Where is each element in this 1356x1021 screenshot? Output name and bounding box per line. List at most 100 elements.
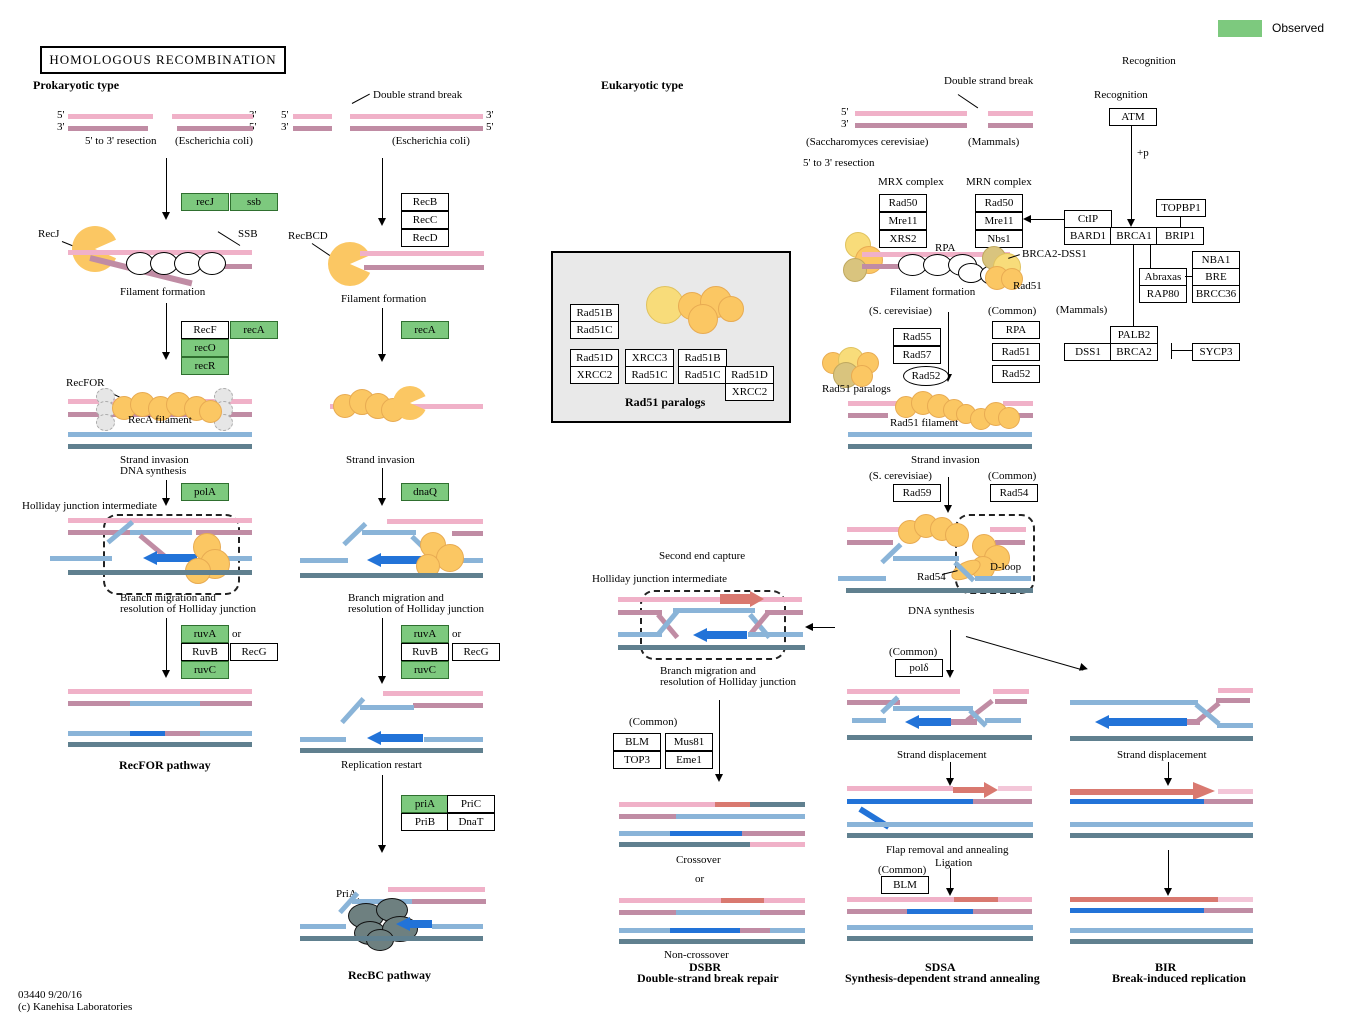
gene-recO[interactable]: recO — [181, 339, 229, 357]
dna-strand — [172, 114, 253, 119]
gene-BLM[interactable]: BLM — [613, 733, 661, 751]
gene-ruvC[interactable]: ruvC — [401, 661, 449, 679]
gene-RecF[interactable]: RecF — [181, 321, 229, 339]
dna-strand — [847, 786, 953, 791]
gene-Rad51B[interactable]: Rad51B — [678, 349, 727, 367]
gene-ruvC[interactable]: ruvC — [181, 661, 229, 679]
arrow-line — [382, 308, 383, 354]
gene-DSS1[interactable]: DSS1 — [1064, 343, 1112, 361]
organism-label: (Common) — [629, 716, 678, 728]
new-strand-arrow-body — [707, 631, 747, 639]
dna-strand — [424, 737, 483, 742]
gene-BRIP1[interactable]: BRIP1 — [1156, 227, 1204, 245]
gene-RecG[interactable]: RecG — [230, 643, 278, 661]
paralog-complex-blob — [646, 286, 684, 324]
step-label: resolution of Holliday junction — [120, 603, 256, 615]
gene-Rad52-oval[interactable]: Rad52 — [903, 366, 949, 386]
dna-strand — [847, 689, 960, 694]
gene-Rad50[interactable]: Rad50 — [879, 194, 927, 212]
gene-DnaT[interactable]: DnaT — [447, 813, 495, 831]
gene-RuvB[interactable]: RuvB — [401, 643, 449, 661]
gene-TOPBP1[interactable]: TOPBP1 — [1156, 199, 1206, 217]
dna-strand — [68, 530, 140, 535]
gene-dnaQ[interactable]: dnaQ — [401, 483, 449, 501]
gene-Rad51B[interactable]: Rad51B — [570, 304, 619, 322]
gene-Rad51C[interactable]: Rad51C — [625, 366, 674, 384]
gene-Rad59[interactable]: Rad59 — [893, 484, 941, 502]
gene-BRCC36[interactable]: BRCC36 — [1192, 285, 1240, 303]
gene-CtIP[interactable]: CtIP — [1064, 210, 1112, 228]
gene-SYCP3[interactable]: SYCP3 — [1192, 343, 1240, 361]
dna-strand — [847, 909, 907, 914]
dna-strand — [862, 264, 904, 269]
pointer-line — [217, 231, 241, 246]
gene-Mre11[interactable]: Mre11 — [879, 212, 927, 230]
gene-XRCC2[interactable]: XRCC2 — [725, 383, 774, 401]
gene-BARD1[interactable]: BARD1 — [1064, 227, 1112, 245]
gene-recA[interactable]: recA — [230, 321, 278, 339]
d-loop-outline — [955, 514, 1035, 594]
gene-pold[interactable]: polδ — [895, 659, 943, 677]
sdsa-full-label: Synthesis-dependent strand annealing — [845, 971, 1040, 985]
gene-Rad51[interactable]: Rad51 — [992, 343, 1040, 361]
gene-ssb[interactable]: ssb — [230, 193, 278, 211]
gene-Abraxas[interactable]: Abraxas — [1139, 268, 1187, 286]
gene-RAP80[interactable]: RAP80 — [1139, 285, 1187, 303]
step-label: Ligation — [935, 857, 973, 869]
arrow-head — [162, 212, 170, 220]
gene-RecC[interactable]: RecC — [401, 211, 449, 229]
dna-strand — [760, 910, 805, 915]
gene-Rad52[interactable]: Rad52 — [992, 365, 1040, 383]
gene-BLM[interactable]: BLM — [881, 876, 929, 894]
gene-recJ[interactable]: recJ — [181, 193, 229, 211]
gene-PriB[interactable]: PriB — [401, 813, 449, 831]
gene-Mre11[interactable]: Mre11 — [975, 212, 1023, 230]
dna-strand — [619, 928, 670, 933]
sdsa-label: SDSA — [925, 960, 956, 974]
gene-RuvB[interactable]: RuvB — [181, 643, 229, 661]
gene-PALB2[interactable]: PALB2 — [1110, 326, 1158, 344]
gene-XRCC3[interactable]: XRCC3 — [625, 349, 674, 367]
gene-polA[interactable]: polA — [181, 483, 229, 501]
arrow-head — [946, 670, 954, 678]
gene-ATM[interactable]: ATM — [1109, 108, 1157, 126]
gene-recR[interactable]: recR — [181, 357, 229, 375]
gene-RecG[interactable]: RecG — [452, 643, 500, 661]
gene-Rad57[interactable]: Rad57 — [893, 346, 941, 364]
dna-strand — [847, 936, 1033, 941]
dna-strand — [412, 899, 486, 904]
dna-strand — [1003, 401, 1033, 406]
dna-strand — [68, 444, 252, 449]
gene-Rad50[interactable]: Rad50 — [975, 194, 1023, 212]
gene-recA[interactable]: recA — [401, 321, 449, 339]
gene-BRCA1[interactable]: BRCA1 — [1110, 227, 1158, 245]
gene-Rad55[interactable]: Rad55 — [893, 328, 941, 346]
gene-Rad51D[interactable]: Rad51D — [570, 349, 619, 367]
new-strand-arrow — [367, 553, 381, 567]
gene-ruvA[interactable]: ruvA — [401, 625, 449, 643]
gene-Rad51C[interactable]: Rad51C — [570, 321, 619, 339]
gene-RPA[interactable]: RPA — [992, 321, 1040, 339]
gene-priA[interactable]: priA — [401, 795, 449, 813]
paralog-complex-blob — [718, 296, 744, 322]
gene-Rad54[interactable]: Rad54 — [990, 484, 1038, 502]
prokaryotic-heading: Prokaryotic type — [33, 78, 120, 92]
gene-NBA1[interactable]: NBA1 — [1192, 251, 1240, 269]
gene-Eme1[interactable]: Eme1 — [665, 751, 713, 769]
gene-Rad51D[interactable]: Rad51D — [725, 366, 774, 384]
gene-RecD[interactable]: RecD — [401, 229, 449, 247]
gene-BRE[interactable]: BRE — [1192, 268, 1240, 286]
organism-label: (Common) — [988, 470, 1037, 482]
gene-XRS2[interactable]: XRS2 — [879, 230, 927, 248]
new-strand-arrow-body — [410, 920, 432, 928]
dna-strand — [848, 444, 1032, 449]
gene-ruvA[interactable]: ruvA — [181, 625, 229, 643]
gene-XRCC2[interactable]: XRCC2 — [570, 366, 619, 384]
gene-TOP3[interactable]: TOP3 — [613, 751, 661, 769]
gene-PriC[interactable]: PriC — [447, 795, 495, 813]
gene-BRCA2[interactable]: BRCA2 — [1110, 343, 1158, 361]
gene-Mus81[interactable]: Mus81 — [665, 733, 713, 751]
gene-RecB[interactable]: RecB — [401, 193, 449, 211]
gene-Nbs1[interactable]: Nbs1 — [975, 230, 1023, 248]
gene-Rad51C[interactable]: Rad51C — [678, 366, 727, 384]
